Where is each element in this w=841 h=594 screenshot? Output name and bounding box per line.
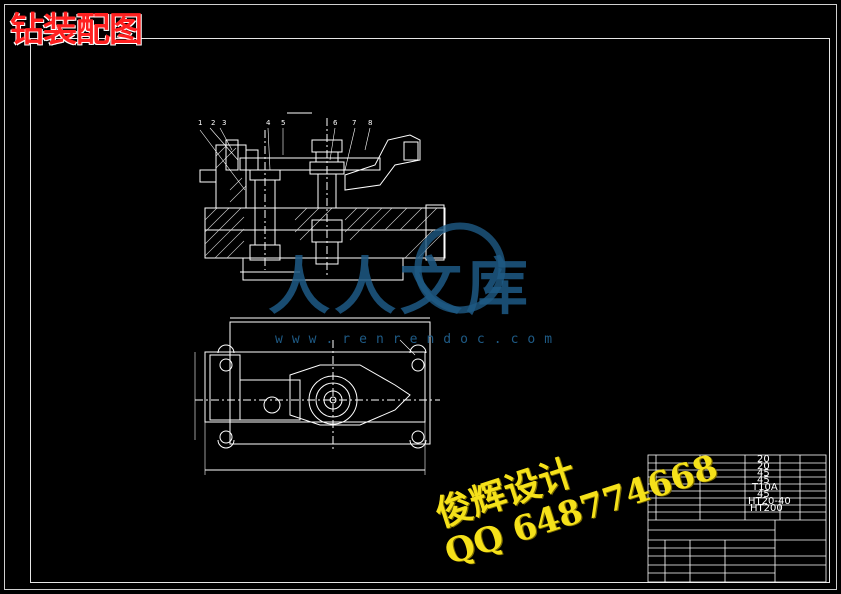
material-cell: 45 <box>757 468 770 479</box>
material-cell: HT200 <box>750 503 783 514</box>
material-cell: 20 <box>757 461 770 472</box>
balloon-2: 2 <box>211 119 215 127</box>
drawing-border-inner <box>30 38 830 583</box>
balloon-5: 5 <box>281 119 285 127</box>
balloon-6: 6 <box>333 119 338 127</box>
balloon-4: 4 <box>266 119 271 127</box>
material-cell: 20 <box>757 454 770 465</box>
drawing-title: 钻装配图 <box>10 10 143 50</box>
material-cell: 45 <box>757 489 770 500</box>
watermark-url: www.renrendoc.com <box>275 332 562 347</box>
material-cell: HT20-40 <box>748 496 791 507</box>
balloon-1: 1 <box>198 119 202 127</box>
material-cell: T10A <box>752 482 778 493</box>
balloon-8: 8 <box>368 119 372 127</box>
part-balloons: 1 2 3 4 5 6 7 8 <box>198 119 372 127</box>
material-cell: 45 <box>757 475 770 486</box>
front-view <box>199 112 446 281</box>
balloon-7: 7 <box>352 119 356 127</box>
title-block <box>647 454 827 583</box>
hatch-left <box>204 145 446 259</box>
top-view <box>194 317 440 475</box>
watermark-brand: 人人文库 <box>268 250 533 323</box>
drawing-border-outer <box>4 4 837 590</box>
balloon-3: 3 <box>222 119 226 127</box>
